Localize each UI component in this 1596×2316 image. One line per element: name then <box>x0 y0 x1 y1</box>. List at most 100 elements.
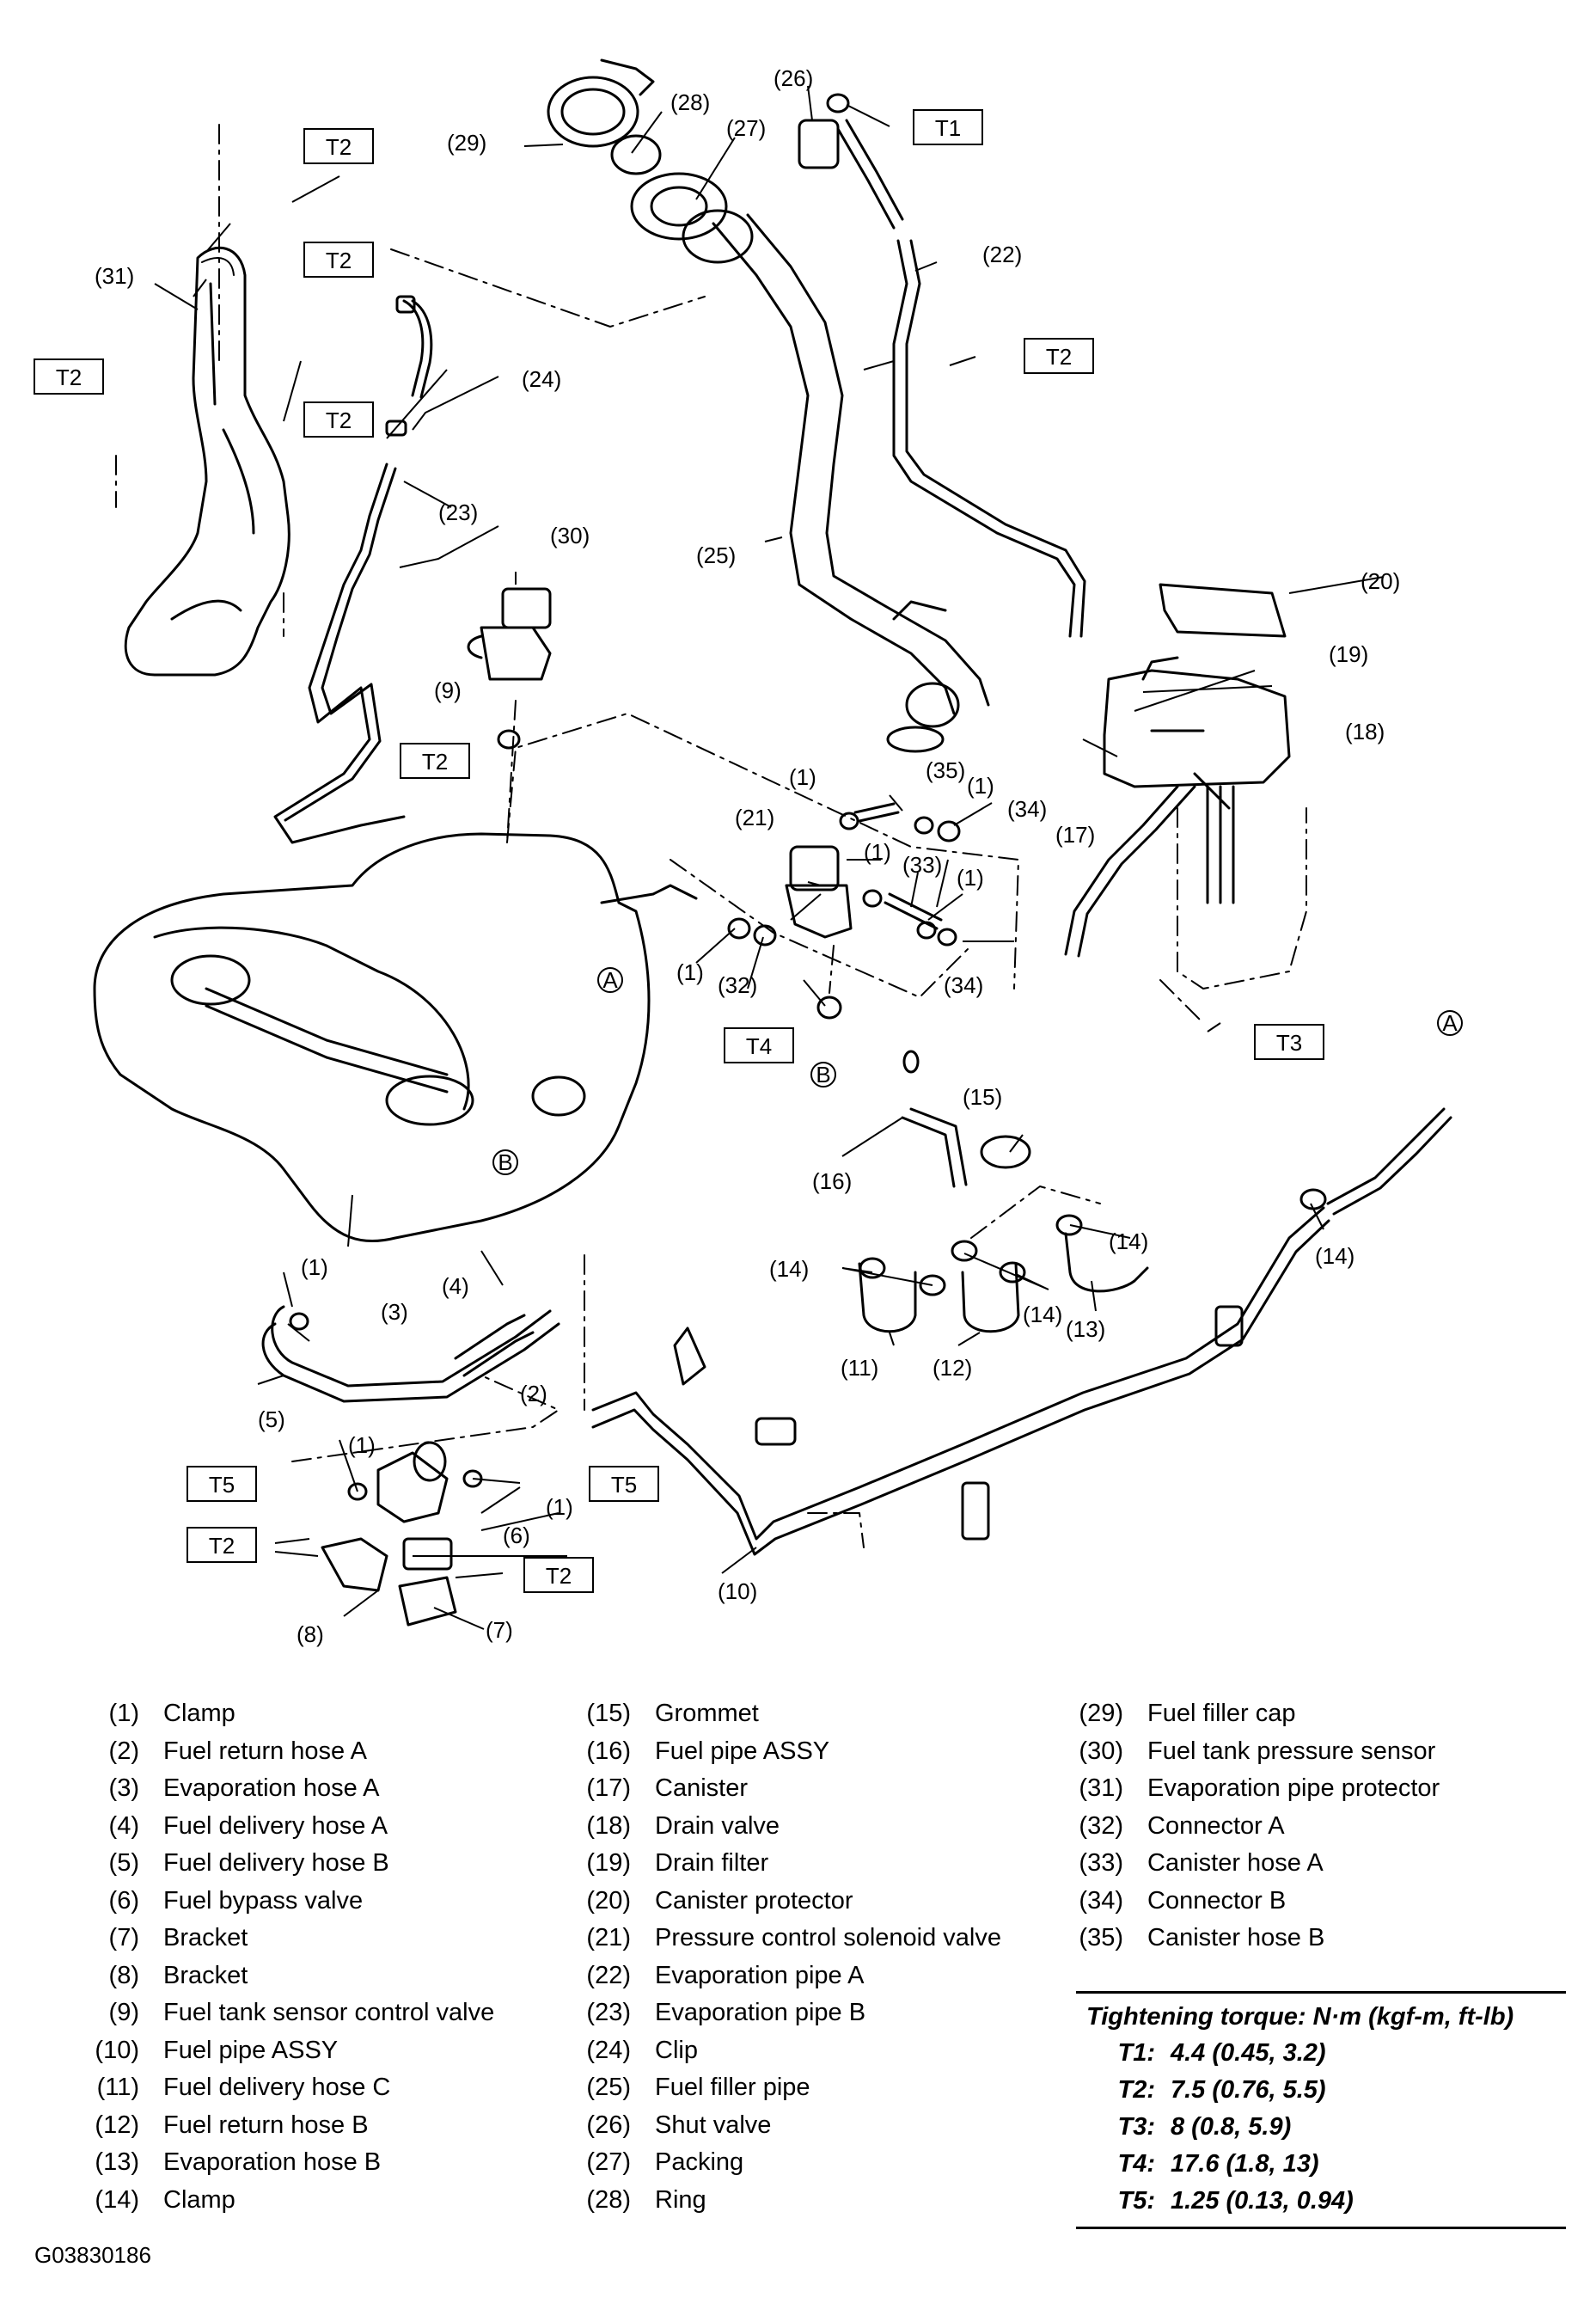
torque-value: 4.4 (0.45, 3.2) <box>1171 2039 1326 2067</box>
legend-row: (34)Connector B <box>1070 1883 1440 1921</box>
callout-23: (23) <box>438 499 478 525</box>
legend-number: (20) <box>586 1886 631 1915</box>
callout-1-g: (1) <box>348 1432 376 1458</box>
clip-drawing <box>385 295 433 437</box>
reference-marker-b-pipe: B <box>810 1062 836 1088</box>
torque-tag-t2-f: T2 <box>400 743 470 779</box>
callout-10: (10) <box>718 1578 757 1604</box>
legend-number: (19) <box>586 1849 631 1877</box>
legend-part-name: Evaporation pipe A <box>655 1961 865 1989</box>
legend-part-name: Fuel pipe ASSY <box>655 1737 830 1765</box>
legend-number: (27) <box>586 2148 631 2176</box>
legend-part-name: Connector B <box>1147 1886 1287 1915</box>
callout-1-a: (1) <box>789 764 816 790</box>
legend-row: (16)Fuel pipe ASSY <box>578 1733 1001 1771</box>
legend-number: (6) <box>108 1886 139 1915</box>
callout-1-b: (1) <box>967 773 994 799</box>
legend-number: (14) <box>95 2185 139 2214</box>
legend-number: (30) <box>1079 1737 1123 1765</box>
legend-part-name: Ring <box>655 2185 706 2214</box>
tag-text: T2 <box>422 749 448 775</box>
legend-number: (33) <box>1079 1849 1123 1877</box>
torque-row: T2:7.5 (0.76, 5.5) <box>1076 2072 1566 2109</box>
tag-text: T2 <box>546 1563 572 1589</box>
legend-number: (25) <box>586 2074 631 2101</box>
torque-key: T3: <box>1117 2113 1156 2141</box>
callout-8: (8) <box>297 1621 324 1647</box>
torque-tag-t3: T3 <box>1254 1024 1324 1060</box>
callout-14-c: (14) <box>769 1256 809 1282</box>
legend-part-name: Connector A <box>1147 1811 1285 1840</box>
callout-34-a: (34) <box>1007 796 1047 822</box>
legend-number: (24) <box>586 2036 631 2064</box>
callout-16: (16) <box>812 1168 852 1194</box>
fuel-filler-pipe-drawing <box>712 213 990 753</box>
callout-14-b: (14) <box>1315 1243 1354 1269</box>
legend-row: (4)Fuel delivery hose A <box>86 1808 494 1846</box>
callout-21: (21) <box>735 805 774 830</box>
legend-row: (20)Canister protector <box>578 1883 1001 1921</box>
callout-1-d: (1) <box>957 865 984 891</box>
legend-part-name: Shut valve <box>655 2111 772 2139</box>
legend-part-name: Clamp <box>163 1700 235 1727</box>
callout-1-c: (1) <box>864 839 891 865</box>
legend-row: (6) Fuel bypass valve <box>86 1883 494 1921</box>
legend-number: (29) <box>1079 1700 1123 1727</box>
legend-part-name: Drain valve <box>655 1811 780 1840</box>
legend-row: (9) Fuel tank sensor control valve <box>86 1994 495 2032</box>
torque-tag-t2-e: T2 <box>1024 338 1094 374</box>
callout-17: (17) <box>1055 822 1095 848</box>
tag-text: T2 <box>326 248 352 273</box>
legend-row: (13)Evaporation hose B <box>86 2144 494 2182</box>
canister-protector-drawing <box>1159 583 1287 638</box>
torque-key: T2: <box>1117 2076 1156 2104</box>
tightening-torque-table: Tightening torque: N·m (kgf-m, ft-lb) T1… <box>1076 1991 1566 2229</box>
torque-tag-t1: T1 <box>913 109 983 145</box>
callout-34-b: (34) <box>944 972 983 998</box>
callout-24: (24) <box>522 366 561 392</box>
callout-26: (26) <box>774 65 813 91</box>
callout-30: (30) <box>550 523 590 548</box>
figure-id: G03830186 <box>34 2242 151 2268</box>
leader-lines <box>154 85 1385 1630</box>
legend-row: (7)Bracket <box>86 1920 494 1958</box>
legend-number: (35) <box>1079 1924 1123 1951</box>
callout-15: (15) <box>963 1084 1002 1110</box>
legend-part-name: Drain filter <box>655 1849 769 1877</box>
legend-number: (2) <box>108 1737 139 1765</box>
legend-row: (12)Fuel return hose B <box>86 2107 494 2145</box>
legend-part-name: Fuel tank sensor control valve <box>163 1999 495 2026</box>
callout-1-e: (1) <box>676 959 704 985</box>
legend-part-name: Fuel tank pressure sensor <box>1147 1737 1436 1765</box>
callout-7: (7) <box>486 1617 513 1643</box>
callout-4: (4) <box>442 1273 469 1299</box>
callouts: (26) (28) (29) (27) (22) (31) (24) (23) … <box>95 65 1400 1647</box>
callout-35: (35) <box>926 757 965 783</box>
legend-part-name: Clip <box>655 2036 698 2064</box>
ref-mark-text: A <box>1442 1010 1458 1036</box>
legend-row: (30) Fuel tank pressure sensor <box>1070 1733 1440 1771</box>
callout-13: (13) <box>1066 1316 1105 1342</box>
legend-number: (10) <box>95 2036 139 2064</box>
legend-number: (13) <box>95 2148 139 2176</box>
legend-row: (18)Drain valve <box>578 1808 1001 1846</box>
legend-row: (8)Bracket <box>86 1958 494 1995</box>
legend-part-name: Fuel bypass valve <box>163 1886 364 1915</box>
callout-3: (3) <box>381 1299 408 1325</box>
fuel-pipe-assy-upper-drawing <box>901 1050 1031 1188</box>
fuel-tank-pressure-sensor-drawing <box>467 587 552 750</box>
legend-part-name: Canister hose A <box>1147 1849 1324 1877</box>
legend-number: (9) <box>108 1999 139 2026</box>
legend-number: (15) <box>586 1700 631 1727</box>
callout-22: (22) <box>982 242 1022 267</box>
torque-row: T4:17.6 (1.8, 13) <box>1076 2146 1566 2183</box>
torque-value: 1.25 (0.13, 0.94) <box>1171 2187 1354 2215</box>
tag-text: T2 <box>209 1533 235 1559</box>
legend-row: (2)Fuel return hose A <box>86 1733 494 1771</box>
torque-table-title: Tightening torque: N·m (kgf-m, ft-lb) <box>1086 2003 1514 2031</box>
legend-row: (10)Fuel pipe ASSY <box>86 2032 494 2070</box>
legend-number: (28) <box>586 2185 631 2214</box>
pressure-control-solenoid-valve-drawing <box>727 802 961 1020</box>
legend-row: (15)Grommet <box>578 1695 1001 1733</box>
legend-part-name: Fuel delivery hose B <box>163 1849 389 1877</box>
